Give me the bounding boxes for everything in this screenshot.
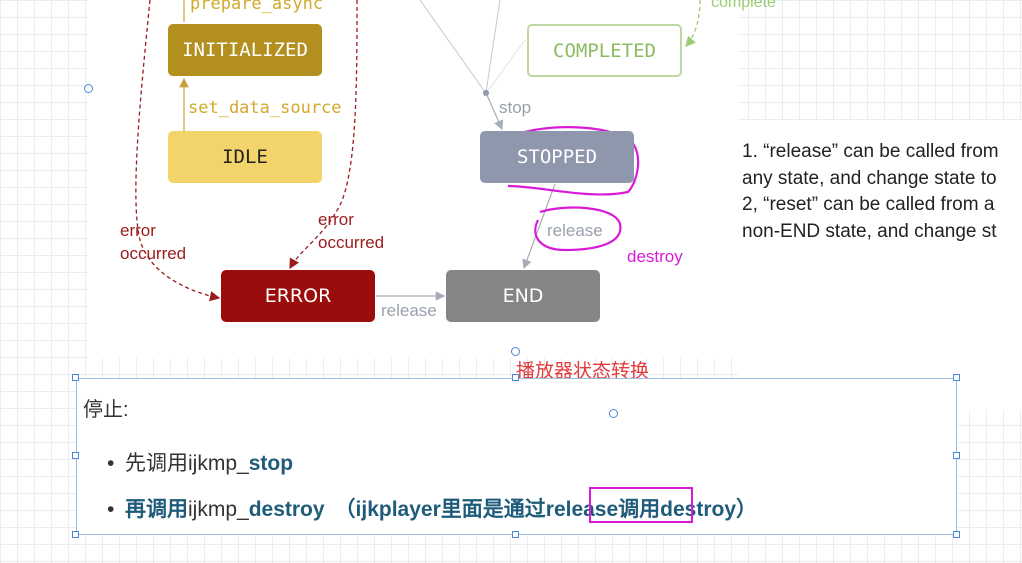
resize-handle-bottom-center[interactable] (512, 531, 519, 538)
label-prepare-async: prepare_async (190, 0, 324, 14)
arrow-error-right (289, 0, 358, 270)
notes-area (738, 120, 1022, 410)
bullet2-keyword2: destroy (248, 498, 325, 521)
arrow-stop (485, 92, 503, 131)
diagram-caption: 播放器状态转换 (516, 361, 650, 382)
label-complete: complete (711, 0, 776, 11)
selected-text-box[interactable] (76, 378, 957, 535)
label-error-occurred-left: error occurred (120, 219, 186, 265)
state-error: ERROR (221, 270, 375, 322)
annotation-destroy: destroy (627, 247, 683, 266)
label-error-occurred-right: error occurred (318, 208, 384, 254)
highlight-stopped-circle (507, 126, 640, 196)
label-stop: stop (499, 98, 532, 117)
bullet-marker: • (107, 452, 115, 475)
resize-handle-middle-right[interactable] (953, 452, 960, 459)
resize-handle-top-left[interactable] (72, 374, 79, 381)
label-error-left-line2: occurred (120, 244, 187, 263)
label-set-data-source: set_data_source (188, 98, 342, 118)
bullet2-middle: ijkmp_ (188, 498, 249, 521)
image-handle[interactable] (84, 84, 93, 93)
resize-handle-top-center[interactable] (512, 374, 519, 381)
text-box-title: 停止: (83, 399, 129, 421)
arrow-error-left (135, 0, 221, 302)
resize-handle-bottom-right[interactable] (953, 531, 960, 538)
highlight-release-box (589, 487, 693, 523)
bullet1-prefix: 先调用ijkmp_ (125, 452, 249, 475)
label-error-right-line1: error (318, 210, 354, 229)
bullet2-paren: （ijkplayer里面是通过release调用destroy） (334, 498, 758, 521)
label-error-left-line1: error (120, 221, 156, 240)
label-release-error: release (381, 301, 437, 320)
state-idle: IDLE (168, 131, 322, 183)
rotate-handle[interactable] (511, 347, 520, 356)
bullet1-keyword: stop (248, 452, 294, 475)
text-anchor-handle[interactable] (609, 409, 618, 418)
state-initialized: INITIALIZED (168, 24, 322, 76)
state-completed: COMPLETED (527, 24, 682, 77)
bullet-marker: • (107, 498, 115, 521)
release-reset-notes: 1. “release” can be called from any stat… (742, 141, 999, 242)
highlight-release-circle (534, 206, 622, 252)
bullet2-keyword1: 再调用 (125, 498, 188, 521)
state-end: END (446, 270, 600, 322)
resize-handle-middle-left[interactable] (72, 452, 79, 459)
arrow-complete (685, 0, 701, 47)
label-release-stopped: release (547, 221, 603, 240)
arrow-release-stopped-end (522, 183, 556, 270)
resize-handle-top-right[interactable] (953, 374, 960, 381)
resize-handle-bottom-left[interactable] (72, 531, 79, 538)
label-error-right-line2: occurred (318, 233, 385, 252)
bullet-stop: • 先调用ijkmp_stop (107, 447, 293, 477)
state-stopped: STOPPED (480, 131, 634, 183)
bullet-destroy: • 再调用ijkmp_destroy （ijkplayer里面是通过release调… (107, 493, 757, 523)
